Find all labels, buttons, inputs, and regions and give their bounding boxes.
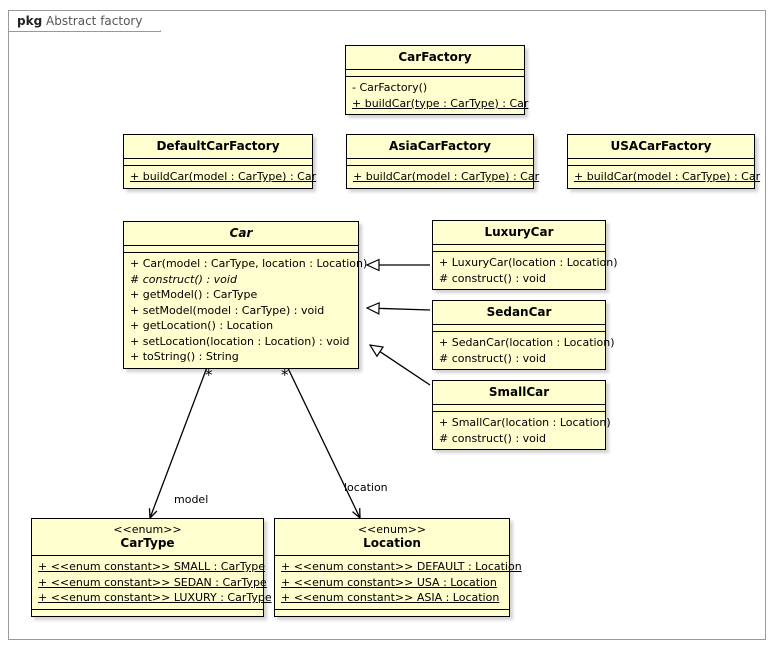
class-title-asiacarfactory: AsiaCarFactory — [347, 135, 533, 159]
class-box-luxurycar[interactable]: LuxuryCar + LuxuryCar(location : Locatio… — [432, 220, 618, 290]
attributes-compartment-smallcar — [433, 405, 605, 412]
methods-compartment-luxurycar: + LuxuryCar(location : Location) # const… — [433, 252, 618, 289]
class-title-luxurycar: LuxuryCar — [433, 221, 605, 245]
methods-compartment-asiacarfactory: + buildCar(model : CarType) : Car — [347, 166, 540, 188]
attributes-compartment-luxurycar — [433, 245, 605, 252]
class-title-usacarfactory: USACarFactory — [568, 135, 754, 159]
member-row: + buildCar(model : CarType) : Car — [130, 170, 317, 183]
member-row: + Car(model : CarType, location : Locati… — [130, 257, 368, 270]
member-row: # construct() : void — [439, 271, 546, 285]
enum-name-location: Location — [363, 536, 421, 550]
methods-compartment-defaultcarfactory: + buildCar(model : CarType) : Car — [124, 166, 317, 188]
class-box-defaultcarfactory[interactable]: DefaultCarFactory + buildCar(model : Car… — [123, 134, 317, 189]
member-row: + <<enum constant>> SMALL : CarType — [38, 560, 265, 573]
edge-label-location: location — [344, 481, 388, 494]
enum-title-location: <<enum>> Location — [275, 519, 509, 556]
member-row: # construct() : void — [130, 272, 237, 286]
member-row: + <<enum constant>> ASIA : Location — [281, 591, 500, 604]
member-row: + setModel(model : CarType) : void — [130, 303, 325, 317]
constants-compartment-location: + <<enum constant>> DEFAULT : Location +… — [275, 556, 522, 610]
enum-box-location[interactable]: <<enum>> Location + <<enum constant>> DE… — [274, 518, 522, 617]
edge-label-model: model — [174, 493, 209, 506]
class-box-smallcar[interactable]: SmallCar + SmallCar(location : Location)… — [432, 380, 611, 450]
member-row: + toString() : String — [130, 350, 239, 363]
member-row: + <<enum constant>> LUXURY : CarType — [38, 591, 272, 604]
member-row: + setLocation(location : Location) : voi… — [130, 334, 350, 348]
methods-compartment-location — [275, 610, 509, 616]
member-row: + buildCar(model : CarType) : Car — [574, 170, 761, 183]
package-tab: pkg Abstract factory — [8, 10, 161, 32]
member-row: + SmallCar(location : Location) — [439, 416, 611, 429]
member-row: + <<enum constant>> USA : Location — [281, 575, 497, 589]
attributes-compartment-car — [124, 246, 358, 253]
class-box-asiacarfactory[interactable]: AsiaCarFactory + buildCar(model : CarTyp… — [346, 134, 540, 189]
member-row: + <<enum constant>> SEDAN : CarType — [38, 575, 267, 589]
member-row: + getLocation() : Location — [130, 319, 274, 332]
constants-compartment-cartype: + <<enum constant>> SMALL : CarType + <<… — [32, 556, 272, 610]
methods-compartment-carfactory: - CarFactory() + buildCar(type : CarType… — [346, 77, 529, 114]
class-box-car[interactable]: Car + Car(model : CarType, location : Lo… — [123, 221, 368, 369]
methods-compartment-usacarfactory: + buildCar(model : CarType) : Car — [568, 166, 761, 188]
member-row: + getModel() : CarType — [130, 288, 258, 301]
class-title-smallcar: SmallCar — [433, 381, 605, 405]
methods-compartment-smallcar: + SmallCar(location : Location) # constr… — [433, 412, 611, 449]
package-name: Abstract factory — [46, 14, 143, 28]
methods-compartment-sedancar: + SedanCar(location : Location) # constr… — [433, 332, 615, 369]
member-row: # construct() : void — [439, 431, 546, 445]
methods-compartment-cartype — [32, 610, 263, 616]
attributes-compartment-sedancar — [433, 325, 605, 332]
member-row: - CarFactory() — [352, 81, 428, 94]
attributes-compartment-usacarfactory — [568, 159, 754, 166]
class-box-usacarfactory[interactable]: USACarFactory + buildCar(model : CarType… — [567, 134, 761, 189]
class-box-carfactory[interactable]: CarFactory - CarFactory() + buildCar(typ… — [345, 45, 529, 115]
enum-box-cartype[interactable]: <<enum>> CarType + <<enum constant>> SMA… — [31, 518, 272, 617]
member-row: + buildCar(type : CarType) : Car — [352, 96, 529, 110]
member-row: + buildCar(model : CarType) : Car — [353, 170, 540, 183]
methods-compartment-car: + Car(model : CarType, location : Locati… — [124, 253, 368, 368]
member-row: + LuxuryCar(location : Location) — [439, 256, 618, 269]
class-title-sedancar: SedanCar — [433, 301, 605, 325]
class-title-defaultcarfactory: DefaultCarFactory — [124, 135, 312, 159]
member-row: + SedanCar(location : Location) — [439, 336, 615, 349]
class-title-car: Car — [124, 222, 358, 246]
attributes-compartment-carfactory — [346, 70, 524, 77]
attributes-compartment-defaultcarfactory — [124, 159, 312, 166]
package-keyword: pkg — [17, 14, 43, 28]
attributes-compartment-asiacarfactory — [347, 159, 533, 166]
class-box-sedancar[interactable]: SedanCar + SedanCar(location : Location)… — [432, 300, 615, 370]
class-title-carfactory: CarFactory — [346, 46, 524, 70]
stereotype-label: <<enum>> — [357, 523, 427, 536]
member-row: # construct() : void — [439, 351, 546, 365]
enum-title-cartype: <<enum>> CarType — [32, 519, 263, 556]
member-row: + <<enum constant>> DEFAULT : Location — [281, 560, 522, 573]
stereotype-label: <<enum>> — [113, 523, 182, 536]
enum-name-cartype: CarType — [120, 536, 175, 550]
